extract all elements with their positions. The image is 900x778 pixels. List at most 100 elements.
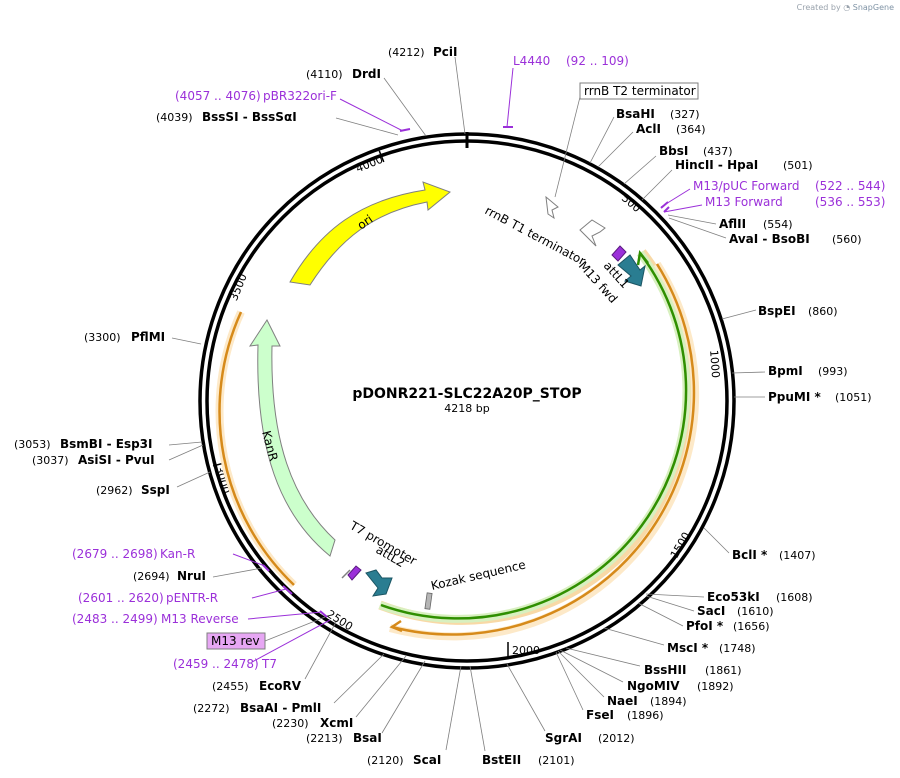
site-label: BssSI - BssSαI: [202, 110, 297, 124]
site-label: AsiSI - PvuI: [78, 453, 155, 467]
primer-range: (4057 .. 4076): [175, 89, 261, 103]
primer-label: L4440: [513, 54, 550, 68]
rrnb-t1-label: rrnB T1 terminator: [483, 203, 588, 268]
m13-rev-label: M13 rev: [211, 634, 260, 648]
site-label: NruI: [177, 569, 206, 583]
tick-4000: 4000: [354, 150, 385, 175]
rrnb-t2-arrow: [545, 195, 559, 220]
site-pos: (1892): [697, 680, 734, 693]
m13-rev-box: [206, 632, 266, 650]
site-pos: (993): [818, 365, 848, 378]
sites-right: BsaHI (327) AclI (364) BbsI (437) HincII…: [506, 107, 885, 745]
site-label: BpmI: [768, 364, 803, 378]
left-feature-glow: [215, 310, 297, 588]
rrnb-t2-box: [579, 82, 699, 100]
site-pos: (1608): [776, 591, 813, 604]
tick-label: 2000: [512, 644, 540, 657]
site-pos: (501): [783, 159, 813, 172]
site-pos: (2272): [193, 702, 230, 715]
rrnb-t1-arrow: [579, 219, 606, 247]
primer-label: T7: [261, 657, 277, 671]
site-label: BsmBI - Esp3I: [60, 437, 152, 451]
site-pos: (437): [703, 145, 733, 158]
insert-inner-arc: [380, 252, 688, 620]
site-pos: (327): [670, 108, 700, 121]
site-label: EcoRV: [259, 679, 302, 693]
site-pos: (2101): [538, 754, 575, 767]
site-pos: (1407): [779, 549, 816, 562]
primer-range: (522 .. 544): [815, 179, 885, 193]
plasmid-length: 4218 bp: [444, 402, 489, 415]
kanr-arrow: [248, 318, 336, 557]
snapgene-logo-icon: ◔: [843, 3, 851, 12]
site-label: Eco53kI: [707, 590, 760, 604]
site-pos: (560): [832, 233, 862, 246]
site-pos: (3037): [32, 454, 69, 467]
site-pos: (2213): [306, 732, 343, 745]
site-label: PciI: [433, 45, 458, 59]
attl1-arrow: [617, 254, 646, 287]
site-pos: (2962): [96, 484, 133, 497]
rrnb-t2-label: rrnB T2 terminator: [584, 84, 696, 98]
tick-1500: 1500: [668, 530, 693, 561]
kozak-label: Kozak sequence: [430, 557, 528, 592]
site-label: BclI *: [732, 548, 768, 562]
site-pos: (2455): [212, 680, 249, 693]
site-label: AflII: [719, 217, 746, 231]
site-pos: (2012): [598, 732, 635, 745]
site-pos: (364): [676, 123, 706, 136]
snapgene-credit: Created by ◔ SnapGene: [796, 3, 894, 12]
site-label: FseI: [586, 708, 614, 722]
plasmid-name: pDONR221-SLC22A20P_STOP: [352, 386, 581, 402]
site-label: SspI: [141, 483, 170, 497]
site-pos: (1896): [627, 709, 664, 722]
primer-label: pBR322ori-F: [263, 89, 337, 103]
ori-arrow: [289, 181, 451, 286]
site-pos: (1610): [737, 605, 774, 618]
site-pos: (4212): [388, 46, 425, 59]
tick-label: 1000: [707, 350, 722, 379]
site-pos: (3300): [84, 331, 121, 344]
site-pos: (1748): [719, 642, 756, 655]
site-pos: (2230): [272, 717, 309, 730]
site-pos: (860): [808, 305, 838, 318]
site-pos: (4110): [306, 68, 343, 81]
insert-outer-arc: [391, 263, 696, 636]
site-pos: (4039): [156, 111, 193, 124]
site-label: MscI *: [667, 641, 709, 655]
insert-outer-halo: [378, 249, 695, 625]
kozak-marker: [424, 592, 433, 610]
site-label: DrdI: [352, 67, 381, 81]
site-label: NaeI: [607, 694, 638, 708]
site-label: PfoI *: [686, 619, 724, 633]
site-pos: (1894): [650, 695, 687, 708]
site-label: SgrAI: [545, 731, 582, 745]
insert-inner-glow: [378, 250, 691, 623]
site-label: NgoMIV: [627, 679, 680, 693]
tick-label: 1500: [668, 530, 693, 561]
primer-range: (2483 .. 2499): [72, 612, 158, 626]
m13-rev-marker: [347, 565, 362, 581]
m13-fwd-marker: [611, 245, 627, 262]
site-label: SacI: [697, 604, 725, 618]
primer-label: pENTR-R: [166, 591, 218, 605]
site-label: BsaI: [353, 731, 382, 745]
left-feature-arc: [218, 311, 295, 586]
site-pos: (1051): [835, 391, 872, 404]
primer-range: (2679 .. 2698): [72, 547, 158, 561]
sites-left: (4212) PciI (4110) DrdI (4057 .. 4076) p…: [14, 45, 575, 767]
tick-2000: 2000: [507, 642, 540, 658]
site-label: XcmI: [320, 716, 353, 730]
primer-range: (92 .. 109): [566, 54, 629, 68]
site-pos: (2120): [367, 754, 404, 767]
site-label: HincII - HpaI: [675, 158, 758, 172]
primer-label: M13/pUC Forward: [693, 179, 800, 193]
tick-1000: 1000: [707, 350, 722, 379]
tick-label: 500: [619, 192, 643, 215]
primer-label: M13 Forward: [705, 195, 783, 209]
insert-outer-arrowhead: [389, 619, 403, 633]
site-label: AclI: [636, 122, 661, 136]
site-pos: (3053): [14, 438, 51, 451]
